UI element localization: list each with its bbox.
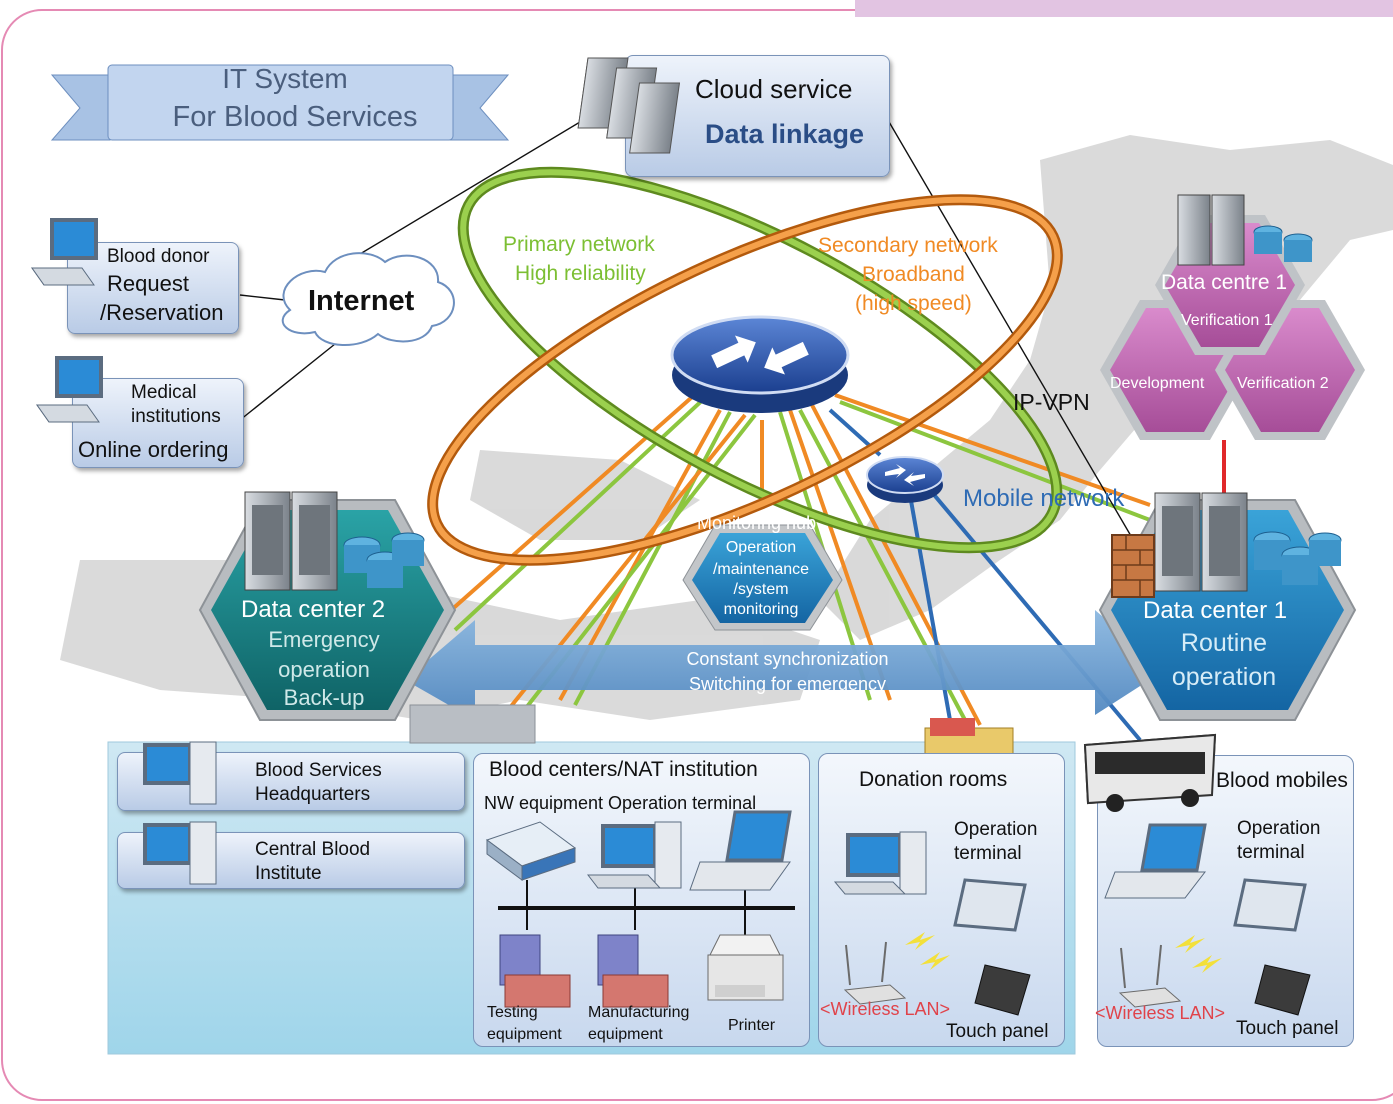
- ipvpn-label: IP-VPN: [1013, 389, 1090, 415]
- title-ribbon: [50, 64, 510, 141]
- dc2-storage-icon: [343, 532, 425, 588]
- cbi-line1: Central Blood: [255, 839, 371, 860]
- medical-line3: Online ordering: [78, 437, 229, 462]
- printer-label: Printer: [728, 1017, 776, 1034]
- hq-line2: Headquarters: [255, 784, 371, 805]
- centers-subtitle: NW equipment Operation terminal: [484, 793, 757, 813]
- primary-network-sub: High reliability: [515, 262, 646, 285]
- dc2-title: Data center 2: [241, 596, 386, 623]
- monitoring-line1: Operation: [725, 539, 797, 556]
- mobile-network-label: Mobile network: [963, 485, 1125, 512]
- dc-upper-development: Development: [1110, 375, 1205, 392]
- header-strip: [855, 0, 1393, 17]
- primary-network-label: Primary network: [503, 233, 655, 256]
- mobiles-touch: Touch panel: [1236, 1018, 1339, 1039]
- manufacturing-line1: Manufacturing: [588, 1004, 690, 1021]
- title-line1: IT System: [222, 63, 348, 94]
- sync-line1: Constant synchronization: [686, 649, 889, 669]
- monitoring-line2: /maintenance: [712, 561, 810, 578]
- core-router-icon: [670, 315, 850, 413]
- testing-line2: equipment: [487, 1026, 562, 1043]
- mobiles-terminal1: Operation: [1237, 818, 1321, 839]
- testing-line1: Testing: [487, 1004, 538, 1021]
- donation-touch: Touch panel: [946, 1021, 1049, 1042]
- cloud-service-label: Cloud service: [695, 74, 853, 104]
- dc1-title: Data center 1: [1143, 597, 1288, 624]
- secondary-network-sub1: Broadband: [862, 263, 965, 286]
- firewall-icon: [1111, 534, 1155, 598]
- medical-line2: institutions: [131, 406, 221, 427]
- internet-cloud-icon: [281, 252, 455, 347]
- dc2-line1: Emergency: [268, 627, 380, 652]
- monitoring-line3: /system: [733, 581, 789, 598]
- secondary-network-label: Secondary network: [818, 234, 998, 257]
- donation-wireless: <Wireless LAN>: [820, 999, 951, 1019]
- hq-line1: Blood Services: [255, 760, 382, 781]
- data-linkage-label: Data linkage: [705, 119, 865, 149]
- monitoring-line4: monitoring: [723, 601, 799, 618]
- donation-title: Donation rooms: [859, 768, 1008, 791]
- donor-line3: /Reservation: [100, 300, 224, 325]
- title-line2: For Blood Services: [172, 101, 418, 133]
- centers-title: Blood centers/NAT institution: [489, 758, 758, 781]
- dc2-servers-icon: [244, 491, 338, 591]
- donor-line2: Request: [107, 271, 189, 296]
- medical-line1: Medical: [131, 382, 197, 403]
- dc2-line3: Back-up: [283, 685, 365, 710]
- building-icon: [409, 704, 536, 744]
- dc-upper-title: Data centre 1: [1161, 271, 1288, 294]
- dc-upper-verification1: Verification 1: [1181, 312, 1273, 329]
- sync-arrow: [405, 610, 1165, 720]
- donation-terminal1: Operation: [954, 819, 1038, 840]
- dc1-storage-icon: [1253, 531, 1342, 585]
- manufacturing-line2: equipment: [588, 1026, 663, 1043]
- mobiles-terminal2: terminal: [1237, 842, 1305, 863]
- donor-line1: Blood donor: [107, 246, 210, 267]
- dc-upper-verification2: Verification 2: [1237, 375, 1329, 392]
- dc1-line1: Routine: [1180, 629, 1268, 657]
- internet-label: Internet: [308, 285, 415, 317]
- dc2-line2: operation: [278, 657, 370, 682]
- mobiles-title: Blood mobiles: [1216, 769, 1348, 792]
- cbi-line2: Institute: [255, 863, 322, 884]
- dc1-line2: operation: [1171, 663, 1277, 691]
- mobiles-wireless: <Wireless LAN>: [1095, 1003, 1226, 1023]
- donation-terminal2: terminal: [954, 843, 1022, 864]
- monitoring-hub-title: Monitoring hub: [697, 513, 817, 533]
- mobile-router-icon: [866, 456, 944, 503]
- dc-upper-servers-icon: [1177, 194, 1313, 266]
- secondary-network-sub2: (high speed): [855, 292, 972, 315]
- sync-line2: Switching for emergency: [688, 674, 887, 694]
